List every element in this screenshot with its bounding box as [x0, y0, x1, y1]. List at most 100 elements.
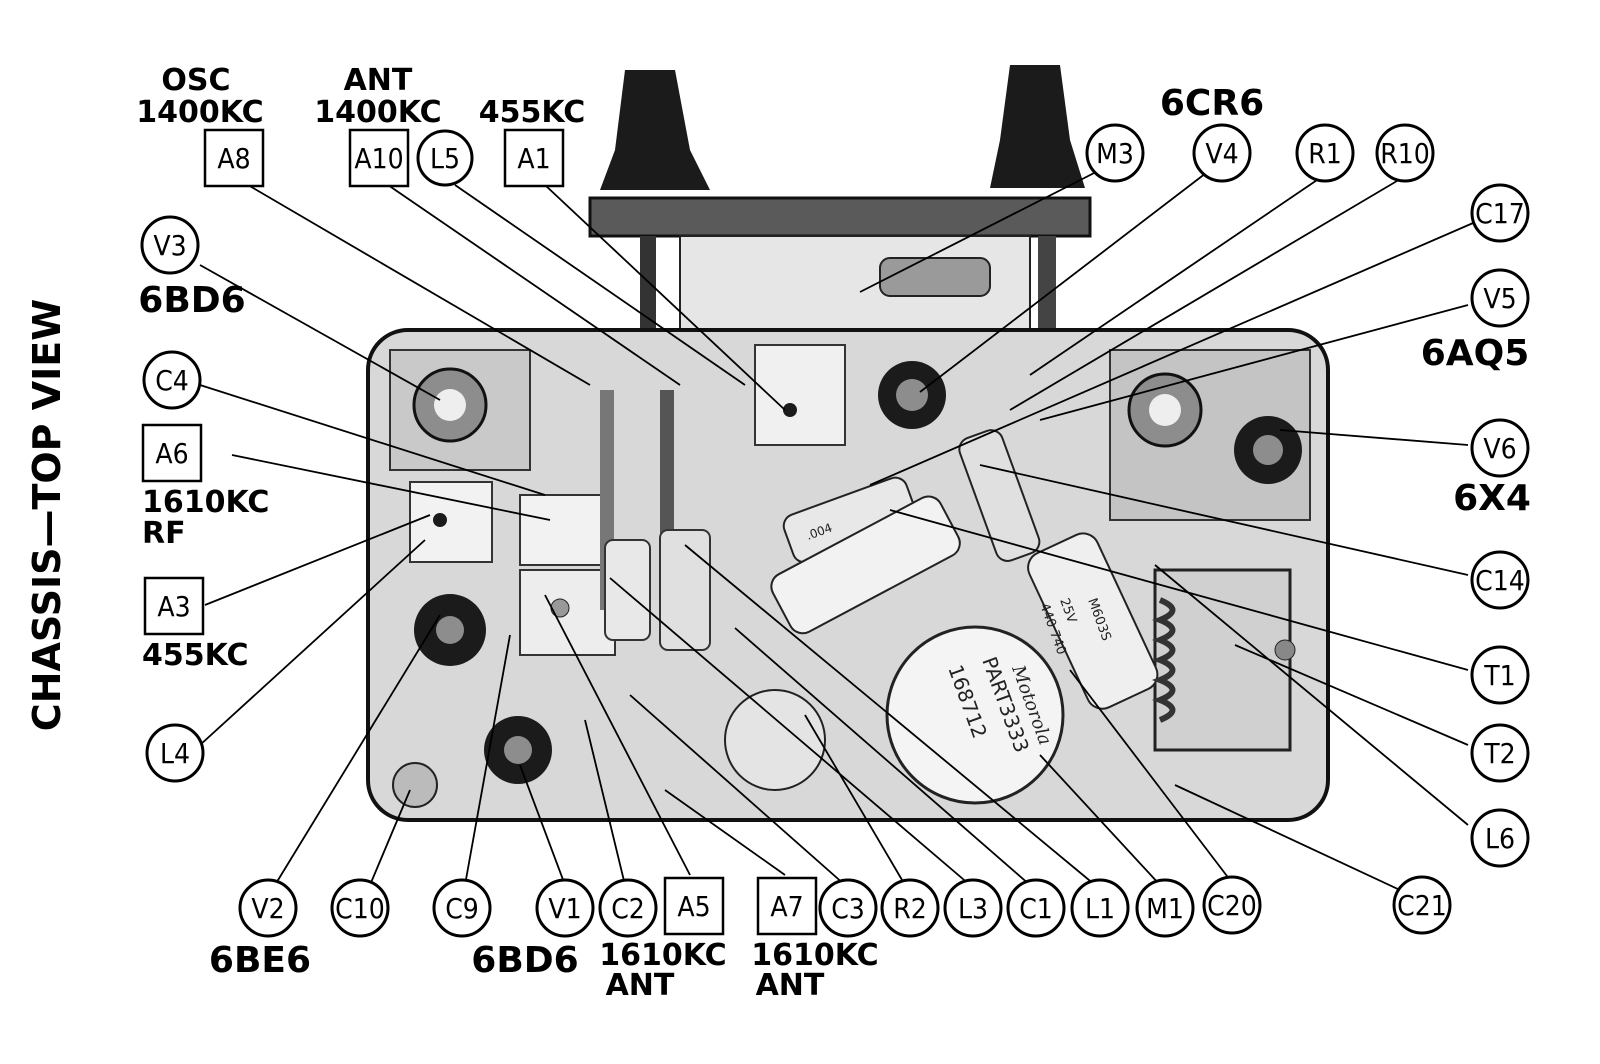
- svg-text:C21: C21: [1397, 889, 1447, 922]
- caption-v3-tube: 6BD6: [138, 280, 245, 321]
- label-c3: C3: [818, 878, 878, 938]
- svg-text:A5: A5: [677, 890, 710, 923]
- svg-text:T1: T1: [1483, 659, 1515, 692]
- label-a10: A10: [348, 128, 410, 188]
- capacitor-c21: [1027, 532, 1159, 710]
- label-c1: C1: [1006, 878, 1066, 938]
- label-r10: R10: [1375, 123, 1435, 183]
- capacitor-c3: [724, 689, 826, 791]
- label-v4: V4: [1192, 123, 1252, 183]
- label-c9: C9: [432, 878, 492, 938]
- svg-text:A1: A1: [517, 142, 550, 175]
- label-a5: A5: [663, 876, 725, 936]
- caption-a1-freq: 455KC: [479, 95, 586, 130]
- label-v5: V5: [1470, 268, 1530, 328]
- ant-coil-slug: [550, 598, 570, 618]
- tube-v1-top: [504, 736, 532, 764]
- svg-text:A3: A3: [157, 590, 190, 623]
- label-l5: L5: [416, 129, 474, 187]
- caption-ant-freq: 1400KC: [314, 95, 441, 130]
- svg-text:T2: T2: [1483, 737, 1515, 770]
- svg-text:L3: L3: [958, 892, 988, 925]
- transformer: [1153, 568, 1292, 752]
- chassis-illustration: PART3333 168712 Motorola .004 M603S 25V …: [366, 65, 1330, 822]
- svg-text:A7: A7: [770, 890, 803, 923]
- svg-text:L1: L1: [1085, 892, 1115, 925]
- label-c2: C2: [598, 878, 658, 938]
- label-l6: L6: [1470, 808, 1530, 868]
- coil-l3: [604, 539, 651, 641]
- svg-text:V2: V2: [251, 892, 284, 925]
- caption-a5-freq: 1610KC: [599, 938, 726, 973]
- label-c10: C10: [330, 878, 390, 938]
- caption-a6-rf: RF: [142, 516, 186, 551]
- svg-text:R10: R10: [1380, 137, 1430, 170]
- caption-v2-tube: 6BE6: [209, 940, 311, 981]
- svg-text:C2: C2: [611, 892, 645, 925]
- if-can-a6: [409, 481, 493, 563]
- tube-v2-top: [436, 616, 464, 644]
- left-knob: [600, 70, 710, 190]
- label-v6: V6: [1470, 418, 1530, 478]
- capacitor-c17: [770, 495, 961, 635]
- caption-v4-tube: 6CR6: [1160, 83, 1264, 124]
- svg-text:A6: A6: [155, 437, 188, 470]
- label-c17: C17: [1470, 183, 1530, 243]
- caption-a7-ant: ANT: [756, 968, 825, 1003]
- svg-text:V4: V4: [1205, 137, 1238, 170]
- label-a8: A8: [203, 128, 265, 188]
- caption-osc-freq: 1400KC: [136, 95, 263, 130]
- svg-text:A10: A10: [354, 142, 403, 175]
- caption-v1-tube: 6BD6: [471, 940, 578, 981]
- label-a7: A7: [756, 876, 818, 936]
- svg-text:C4: C4: [155, 364, 189, 397]
- right-knob: [990, 65, 1085, 188]
- svg-text:C9: C9: [445, 892, 479, 925]
- label-v3: V3: [140, 215, 200, 275]
- label-v2: V2: [238, 878, 298, 938]
- label-c4: C4: [142, 350, 202, 410]
- label-c14: C14: [1470, 550, 1530, 610]
- svg-text:V5: V5: [1483, 282, 1516, 315]
- screw-center: [783, 403, 797, 417]
- label-c21: C21: [1392, 875, 1452, 935]
- svg-text:R1: R1: [1308, 137, 1342, 170]
- caption-a3-freq: 455KC: [142, 638, 249, 673]
- osc-coil-block: [519, 494, 611, 566]
- capacitor-c10: [392, 762, 438, 808]
- svg-text:A8: A8: [217, 142, 250, 175]
- svg-text:C14: C14: [1475, 564, 1525, 597]
- svg-text:L4: L4: [160, 737, 190, 770]
- tube-v5-top: [1149, 394, 1181, 426]
- leader-lines: [199, 169, 1481, 891]
- label-m3: M3: [1085, 123, 1145, 183]
- svg-text:L6: L6: [1485, 822, 1515, 855]
- caption-a5-ant: ANT: [606, 968, 675, 1003]
- label-a3: A3: [143, 576, 205, 636]
- speaker-m1: [885, 625, 1065, 805]
- capacitor-c20: [958, 429, 1041, 562]
- tuning-bracket: [588, 196, 1092, 238]
- svg-text:C3: C3: [831, 892, 865, 925]
- label-t1: T1: [1470, 645, 1530, 705]
- tube-v4-top: [896, 379, 928, 411]
- caption-a7-freq: 1610KC: [751, 938, 878, 973]
- transformer-screw: [1274, 639, 1296, 661]
- svg-text:C10: C10: [335, 892, 385, 925]
- tube-v6-top: [1253, 435, 1283, 465]
- left-shaft: [640, 236, 656, 331]
- coil-l1: [659, 529, 711, 651]
- caption-osc: OSC: [161, 63, 230, 98]
- svg-text:V6: V6: [1483, 432, 1516, 465]
- svg-text:V1: V1: [548, 892, 581, 925]
- label-c20: C20: [1202, 875, 1262, 935]
- caption-a6-freq: 1610KC: [142, 485, 269, 520]
- svg-text:M1: M1: [1146, 892, 1184, 925]
- label-l1: L1: [1070, 878, 1130, 938]
- top-capacitor: [879, 257, 991, 297]
- view-title: CHASSIS—TOP VIEW: [25, 299, 69, 731]
- svg-text:C20: C20: [1207, 889, 1257, 922]
- label-m1: M1: [1135, 878, 1195, 938]
- svg-text:C1: C1: [1019, 892, 1053, 925]
